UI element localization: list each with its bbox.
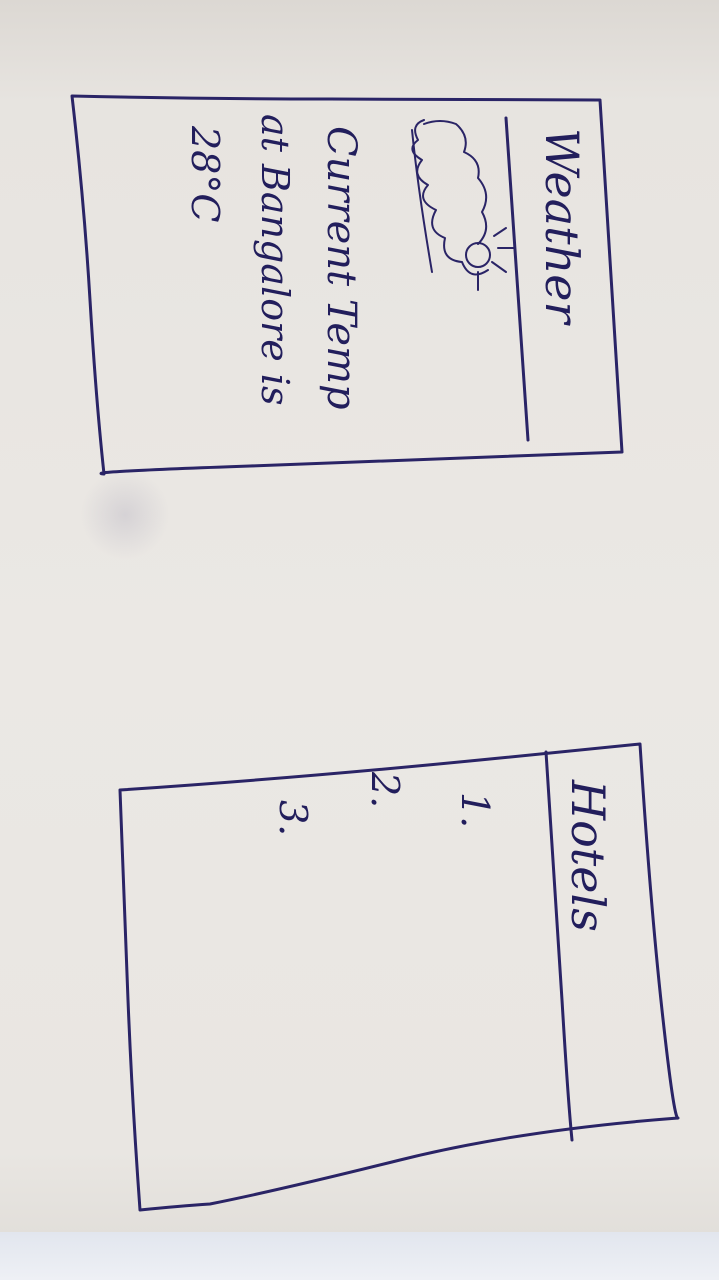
hotels-title: Hotels: [561, 779, 615, 932]
weather-text-line-2: at Bangalore is: [253, 114, 297, 405]
weather-title-divider: [504, 116, 530, 442]
hotel-list-item-3: 3.: [271, 800, 315, 836]
weather-card-frame: [70, 94, 624, 476]
weather-text-line-1: Current Temp: [318, 126, 364, 410]
hotel-list-item-1: 1.: [453, 792, 497, 828]
weather-card: Weather Current Temp at Bangalore is 28°…: [70, 94, 624, 476]
ink-smudge: [80, 470, 170, 560]
hotels-card-frame: [118, 742, 680, 1212]
weather-title: Weather: [535, 128, 589, 327]
hotels-card: Hotels 1. 2. 3.: [118, 742, 680, 1212]
weather-text-line-3: 28°C: [183, 125, 227, 222]
cloud-sun-icon: [411, 119, 515, 291]
bottom-edge: [0, 1232, 719, 1280]
hotel-list-item-2: 2.: [363, 771, 407, 808]
hotels-title-divider: [544, 750, 574, 1142]
